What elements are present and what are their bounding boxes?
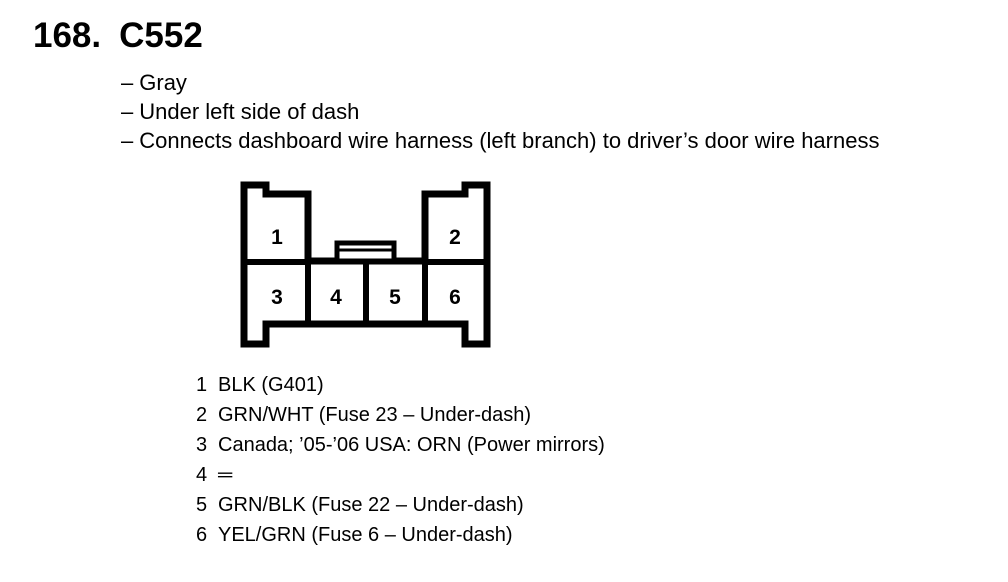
pinout-row: 5 GRN/BLK (Fuse 22 – Under-dash)	[196, 490, 605, 520]
pinout-row: 2 GRN/WHT (Fuse 23 – Under-dash)	[196, 400, 605, 430]
cavity-label-5: 5	[389, 286, 401, 309]
connector-notes: –Gray –Under left side of dash –Connects…	[121, 68, 879, 155]
pin-description: ═	[218, 464, 233, 486]
connector-face-diagram: 1 2 3 4 5 6	[238, 178, 494, 348]
pinout-row: 1 BLK (G401)	[196, 370, 605, 400]
note-connection: –Connects dashboard wire harness (left b…	[121, 128, 880, 153]
note-color: –Gray	[121, 70, 187, 95]
connector-svg: 1 2 3 4 5 6	[240, 181, 491, 348]
pin-description: GRN/BLK (Fuse 22 – Under-dash)	[218, 494, 524, 516]
pin-description: Canada; ’05-’06 USA: ORN (Power mirrors)	[218, 434, 605, 456]
pinout-row: 3 Canada; ’05-’06 USA: ORN (Power mirrors…	[196, 430, 605, 460]
pinout-list: 1 BLK (G401) 2 GRN/WHT (Fuse 23 – Under-da…	[196, 370, 605, 550]
pin-description: BLK (G401)	[218, 374, 324, 396]
cavity-label-3: 3	[271, 286, 283, 309]
note-location: –Under left side of dash	[121, 99, 360, 124]
pin-number: 1	[196, 374, 208, 396]
pin-number: 6	[196, 524, 208, 546]
cavity-label-2: 2	[449, 226, 461, 249]
connector-id: C552	[119, 16, 203, 55]
pin-number: 4	[196, 464, 208, 486]
page-title: 168. C552	[33, 14, 203, 58]
pinout-row: 6 YEL/GRN (Fuse 6 – Under-dash)	[196, 520, 605, 550]
pin-number: 2	[196, 404, 208, 426]
cavity-label-1: 1	[271, 226, 283, 249]
cavity-label-6: 6	[449, 286, 461, 309]
cavity-label-4: 4	[330, 286, 342, 309]
pin-description: YEL/GRN (Fuse 6 – Under-dash)	[218, 524, 513, 546]
pinout-row: 4═	[196, 460, 605, 490]
item-number: 168.	[33, 16, 102, 55]
pin-number: 3	[196, 434, 208, 456]
locking-tab	[334, 240, 397, 264]
pin-description: GRN/WHT (Fuse 23 – Under-dash)	[218, 404, 532, 426]
pin-number: 5	[196, 494, 208, 516]
